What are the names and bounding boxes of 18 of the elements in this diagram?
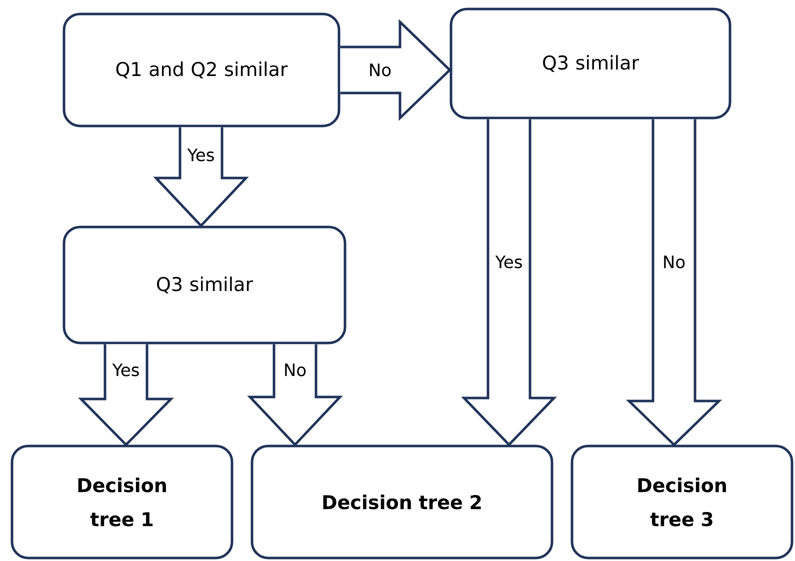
- question-box: Q3 similar: [62, 226, 346, 344]
- block-arrow: [461, 118, 557, 447]
- block-arrow: [626, 118, 722, 446]
- decision-box: Decision tree 3: [570, 444, 794, 560]
- edge-label: Yes: [494, 254, 524, 270]
- decision-box: Decision tree 1: [10, 444, 234, 560]
- block-arrow: [153, 126, 249, 228]
- decision-box: Decision tree 2: [250, 444, 554, 560]
- block-arrow: [247, 342, 343, 447]
- edge-label: No: [367, 62, 393, 78]
- edge-label: Yes: [111, 362, 141, 378]
- edge-label: Yes: [186, 148, 216, 162]
- block-arrow: [78, 342, 174, 447]
- edge-label: No: [282, 362, 308, 378]
- question-box: Q1 and Q2 similar: [62, 12, 340, 128]
- block-arrow: [339, 19, 452, 121]
- question-box: Q3 similar: [450, 8, 732, 120]
- edge-label: No: [661, 254, 687, 270]
